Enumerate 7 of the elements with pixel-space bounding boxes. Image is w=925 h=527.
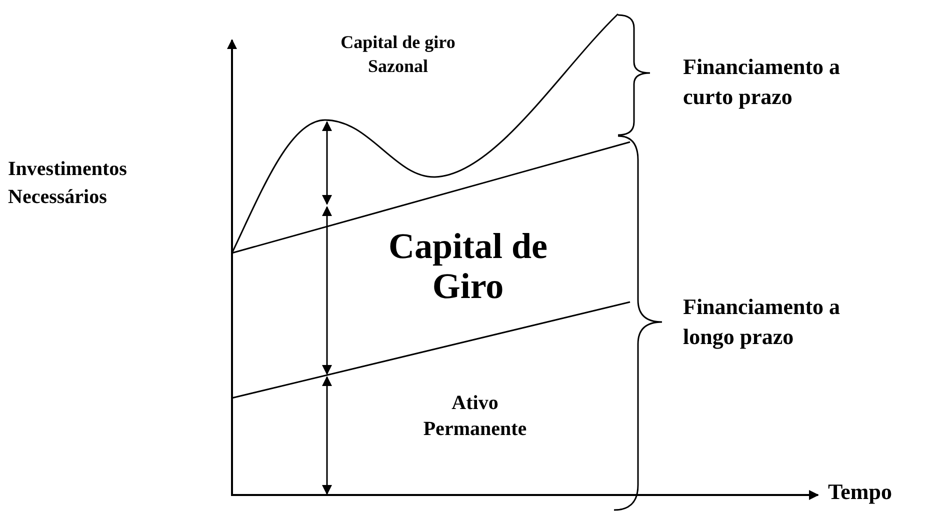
axis-title: Investimentos Necessários	[8, 157, 128, 210]
area-label: Capital de giro Sazonal	[340, 31, 456, 78]
financing-label: Financiamento a curto prazo	[683, 53, 842, 111]
area-label: Capital de Giro	[387, 226, 548, 306]
financing-label: Financiamento a longo prazo	[683, 293, 842, 351]
axis-title: Tempo	[828, 478, 893, 506]
area-label: Ativo Permanente	[422, 391, 528, 442]
